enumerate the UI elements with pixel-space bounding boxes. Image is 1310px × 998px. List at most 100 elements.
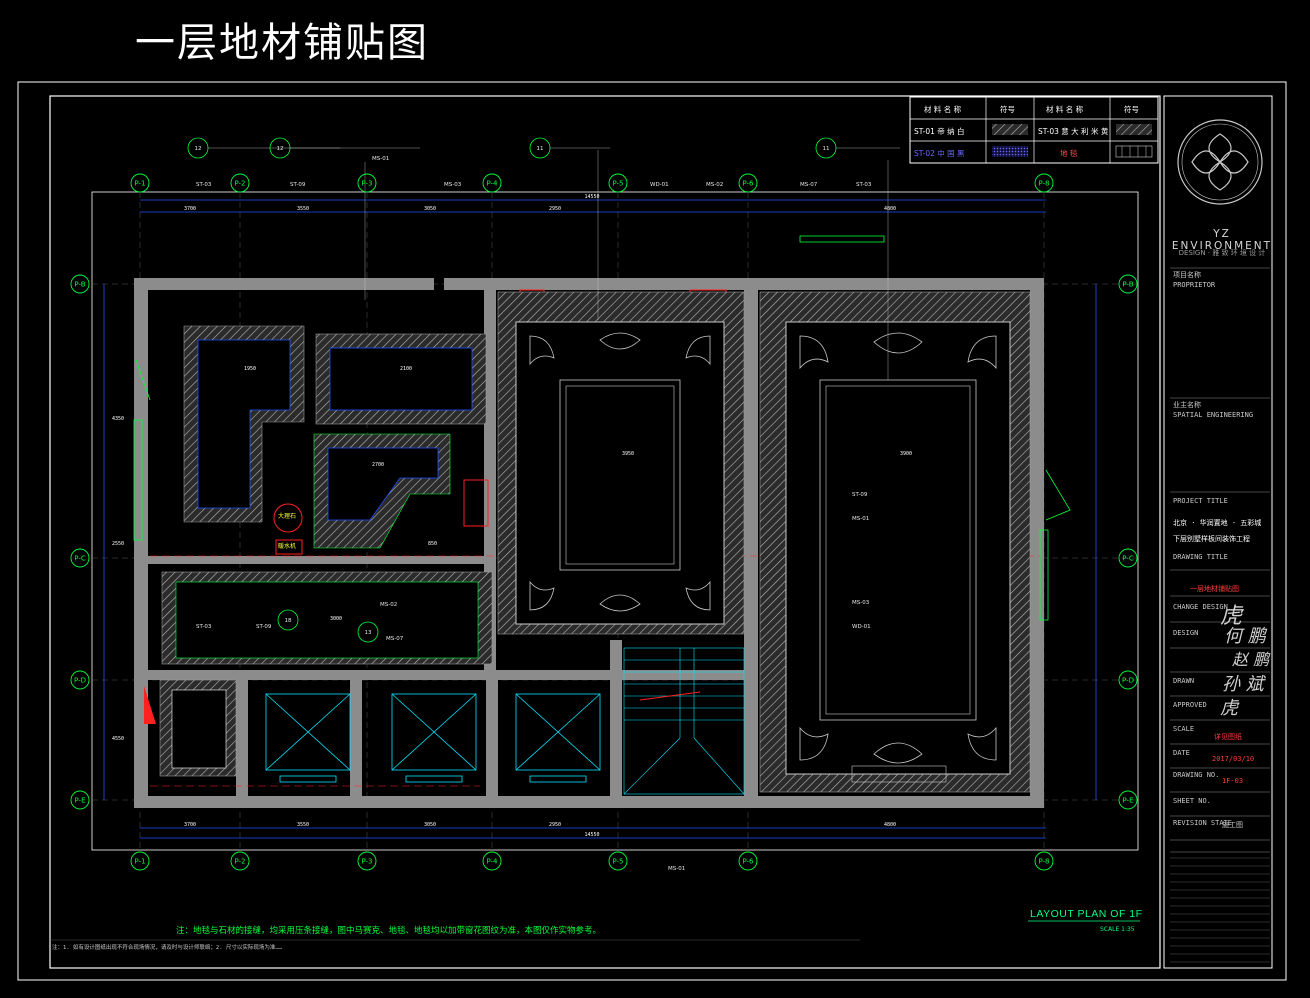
axis-top-1: P-2	[234, 180, 245, 188]
axis-top-0: P-1	[134, 180, 145, 188]
axis-left-0: P-B	[74, 281, 85, 289]
tb-label-10: DATE	[1173, 749, 1190, 757]
dimension-inner-2: 3950	[622, 451, 634, 457]
page-title: 一层地材铺贴图	[135, 20, 429, 66]
axis-left-2-circle	[70, 670, 90, 690]
legend-row-1-name-1: ST-01 帝 纳 白	[914, 127, 965, 136]
dimension-top-2-1: 3050	[424, 822, 436, 828]
axis-bottom-6-circle	[1034, 851, 1054, 871]
title-block-frame	[1163, 95, 1273, 969]
legend-row-1-name-2: ST-03 意 大 利 米 黄	[1038, 127, 1109, 136]
plan-footnote: 注：1. 如有设计图纸出现不符合现场情况，请及时与设计师联络；2. 尺寸以实际现…	[52, 945, 282, 951]
axis-right-0: P-B	[1122, 281, 1133, 289]
material-tag-7: ST-03	[856, 182, 872, 188]
tb-label-6: DESIGN	[1173, 629, 1199, 637]
company-subtitle: DESIGN · 雅 致 环 境 设 计	[1178, 249, 1266, 257]
callout-number-5: 13	[365, 630, 372, 636]
material-tag-6: MS-07	[800, 182, 818, 188]
windows-doors	[133, 235, 1071, 621]
axis-top-1-circle	[230, 173, 250, 193]
tb-revision-value: 施工图	[1222, 821, 1243, 829]
tb-label-13: REVISION STATE	[1173, 819, 1233, 827]
signature-checked: 赵 鹏	[1232, 650, 1270, 669]
signature-drawn: 孙 斌	[1222, 674, 1264, 695]
dimension-top-5-1: 14550	[584, 832, 599, 838]
room-label-marble: 大理石	[278, 513, 297, 520]
left-room-floor-areas	[159, 325, 493, 777]
axis-right-2-circle	[1118, 670, 1138, 690]
signature-change-design: 虎	[1220, 604, 1243, 629]
callout-number-2: 11	[537, 146, 544, 152]
plan-title: LAYOUT PLAN OF 1F	[1030, 908, 1143, 920]
axis-bottom-2-circle	[357, 851, 377, 871]
axis-right-1: P-C	[1122, 555, 1134, 563]
tb-label-4: DRAWING TITLE	[1173, 553, 1228, 561]
axis-bottom-1-circle	[230, 851, 250, 871]
material-tag-14: ST-03	[196, 624, 212, 630]
signature-design: 何 鹏	[1224, 626, 1266, 647]
tb-label-0: 项目名称	[1173, 271, 1201, 279]
tb-label-8: APPROVED	[1173, 701, 1207, 709]
axis-top-4: P-5	[612, 180, 623, 188]
material-tag-2: MS-01	[372, 156, 389, 162]
title-block-grid	[1170, 857, 1270, 963]
dimension-inner-5: 2550	[112, 541, 124, 547]
elevator-shafts	[265, 693, 601, 783]
central-hall-floor	[497, 291, 745, 635]
tb-label-7: DRAWN	[1173, 677, 1195, 685]
dimension-top-1-1: 3550	[297, 822, 309, 828]
axis-bottom-0: P-1	[134, 858, 145, 866]
dimension-inner-9: 2700	[372, 462, 384, 468]
axis-bottom-0-circle	[130, 851, 150, 871]
tb-label-5: CHANGE DESIGN	[1173, 603, 1228, 611]
tb-scale-value: 详见图纸	[1214, 733, 1242, 741]
top-dimension-lines	[103, 199, 1097, 839]
sheet-inner-frame	[49, 95, 1161, 969]
dimension-texts: 3700370035503550305030502950295048004800…	[112, 146, 912, 838]
axis-top-4-circle	[608, 173, 628, 193]
tb-label-2: PROJECT TITLE	[1173, 497, 1228, 505]
dimension-inner-4: 4350	[112, 416, 124, 422]
dimension-top-4-1: 4800	[884, 822, 896, 828]
signature-approved: 虎	[1220, 698, 1238, 719]
dimension-top-1-0: 3550	[297, 206, 309, 212]
material-tag-1: ST-09	[290, 182, 306, 188]
tb-drawing-title: 一层地材铺贴图	[1190, 585, 1239, 593]
tb-value-0: PROPRIETOR	[1173, 281, 1216, 289]
axis-bottom-2: P-3	[361, 858, 372, 866]
axis-bottom-4: P-5	[612, 858, 623, 866]
legend-header-symbol-2: 符号	[1124, 105, 1139, 114]
axis-top-6: P-8	[1038, 180, 1049, 188]
axis-left-1: P-C	[74, 555, 86, 563]
axis-bubbles-left: P-BP-CP-DP-E	[70, 274, 90, 810]
axis-bottom-4-circle	[608, 851, 628, 871]
axis-right-3: P-E	[1122, 797, 1133, 805]
material-legend-table	[909, 96, 1159, 164]
tb-label-1: 业主名称	[1173, 401, 1201, 409]
axis-left-3-circle	[70, 790, 90, 810]
dimension-inner-1: 2100	[400, 366, 412, 372]
axis-top-5-circle	[738, 173, 758, 193]
tb-date-value: 2017/03/10	[1212, 755, 1255, 763]
axis-bottom-3-circle	[482, 851, 502, 871]
dimension-top-4-0: 4800	[884, 206, 896, 212]
dimension-top-2-0: 3050	[424, 206, 436, 212]
axis-top-2: P-3	[361, 180, 372, 188]
axis-right-0-circle	[1118, 274, 1138, 294]
title-block-rows	[1170, 267, 1270, 853]
legend-header-name-1: 材 料 名 称	[924, 105, 962, 114]
material-tag-3: MS-03	[444, 182, 462, 188]
axis-left-1-circle	[70, 548, 90, 568]
material-tag-15: ST-09	[256, 624, 272, 630]
axis-bottom-3: P-4	[486, 858, 498, 866]
legend-row-2-name-1: ST-02 中 国 黑	[914, 149, 965, 158]
axis-bottom-5-circle	[738, 851, 758, 871]
tb-label-11: DRAWING NO.	[1173, 771, 1220, 779]
dimension-inner-8: 850	[428, 541, 437, 547]
staircase	[623, 647, 745, 795]
dimension-top-0-0: 3700	[184, 206, 196, 212]
exterior-walls	[134, 278, 1044, 808]
